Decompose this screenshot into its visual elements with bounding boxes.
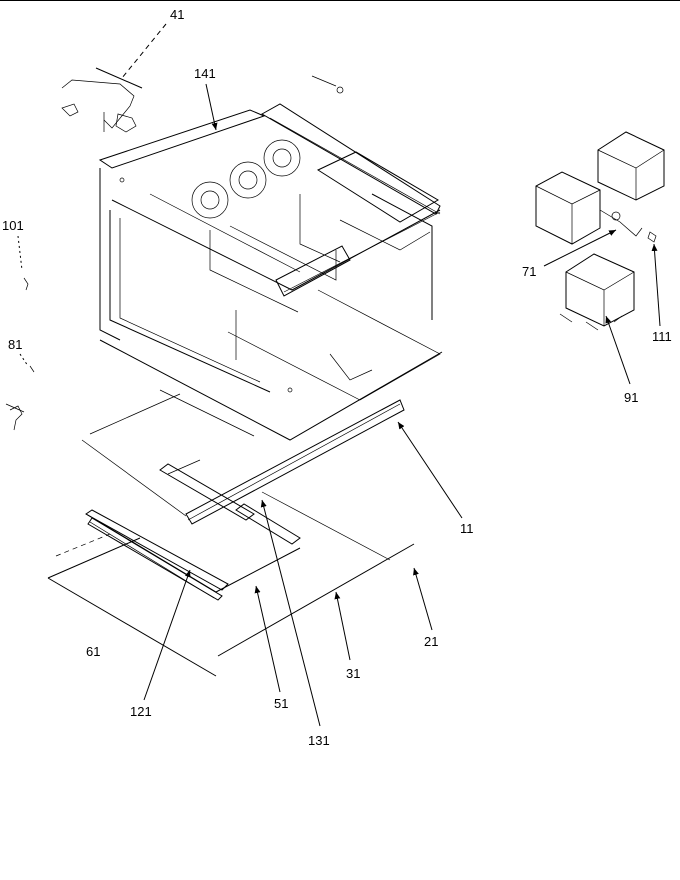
part-111-fitting: [647, 231, 657, 243]
callout-131: 131: [308, 733, 330, 748]
callout-91: 91: [624, 390, 638, 405]
callout-111: 111: [652, 329, 672, 344]
part-11-support-bar: [185, 399, 405, 525]
callout-121: 121: [130, 704, 152, 719]
callout-51: 51: [274, 696, 288, 711]
part-41-top-cover: [61, 67, 143, 133]
callout-41: 41: [170, 7, 184, 22]
part-141-main-frame: [98, 75, 443, 441]
part-61-bottom-panel: [47, 533, 217, 677]
callout-81: 81: [8, 337, 22, 352]
part-51-bottom-plate: [81, 389, 301, 599]
callout-31: 31: [346, 666, 360, 681]
part-71-valve-assembly: [535, 131, 665, 245]
callout-61: 61: [86, 644, 100, 659]
callout-21: 21: [424, 634, 438, 649]
part-121-rail: [85, 509, 229, 601]
top-border-line: [0, 0, 680, 1]
part-91-regulator: [559, 253, 635, 331]
callout-141: 141: [194, 66, 216, 81]
part-131-rail: [159, 459, 301, 545]
leader-lines: [17, 23, 661, 727]
callout-71: 71: [522, 264, 536, 279]
callout-11: 11: [460, 521, 474, 536]
part-101-screw: [23, 277, 29, 291]
part-81-bracket: [5, 365, 35, 431]
part-31-base-edge: [217, 491, 415, 657]
callout-101: 101: [2, 218, 24, 233]
